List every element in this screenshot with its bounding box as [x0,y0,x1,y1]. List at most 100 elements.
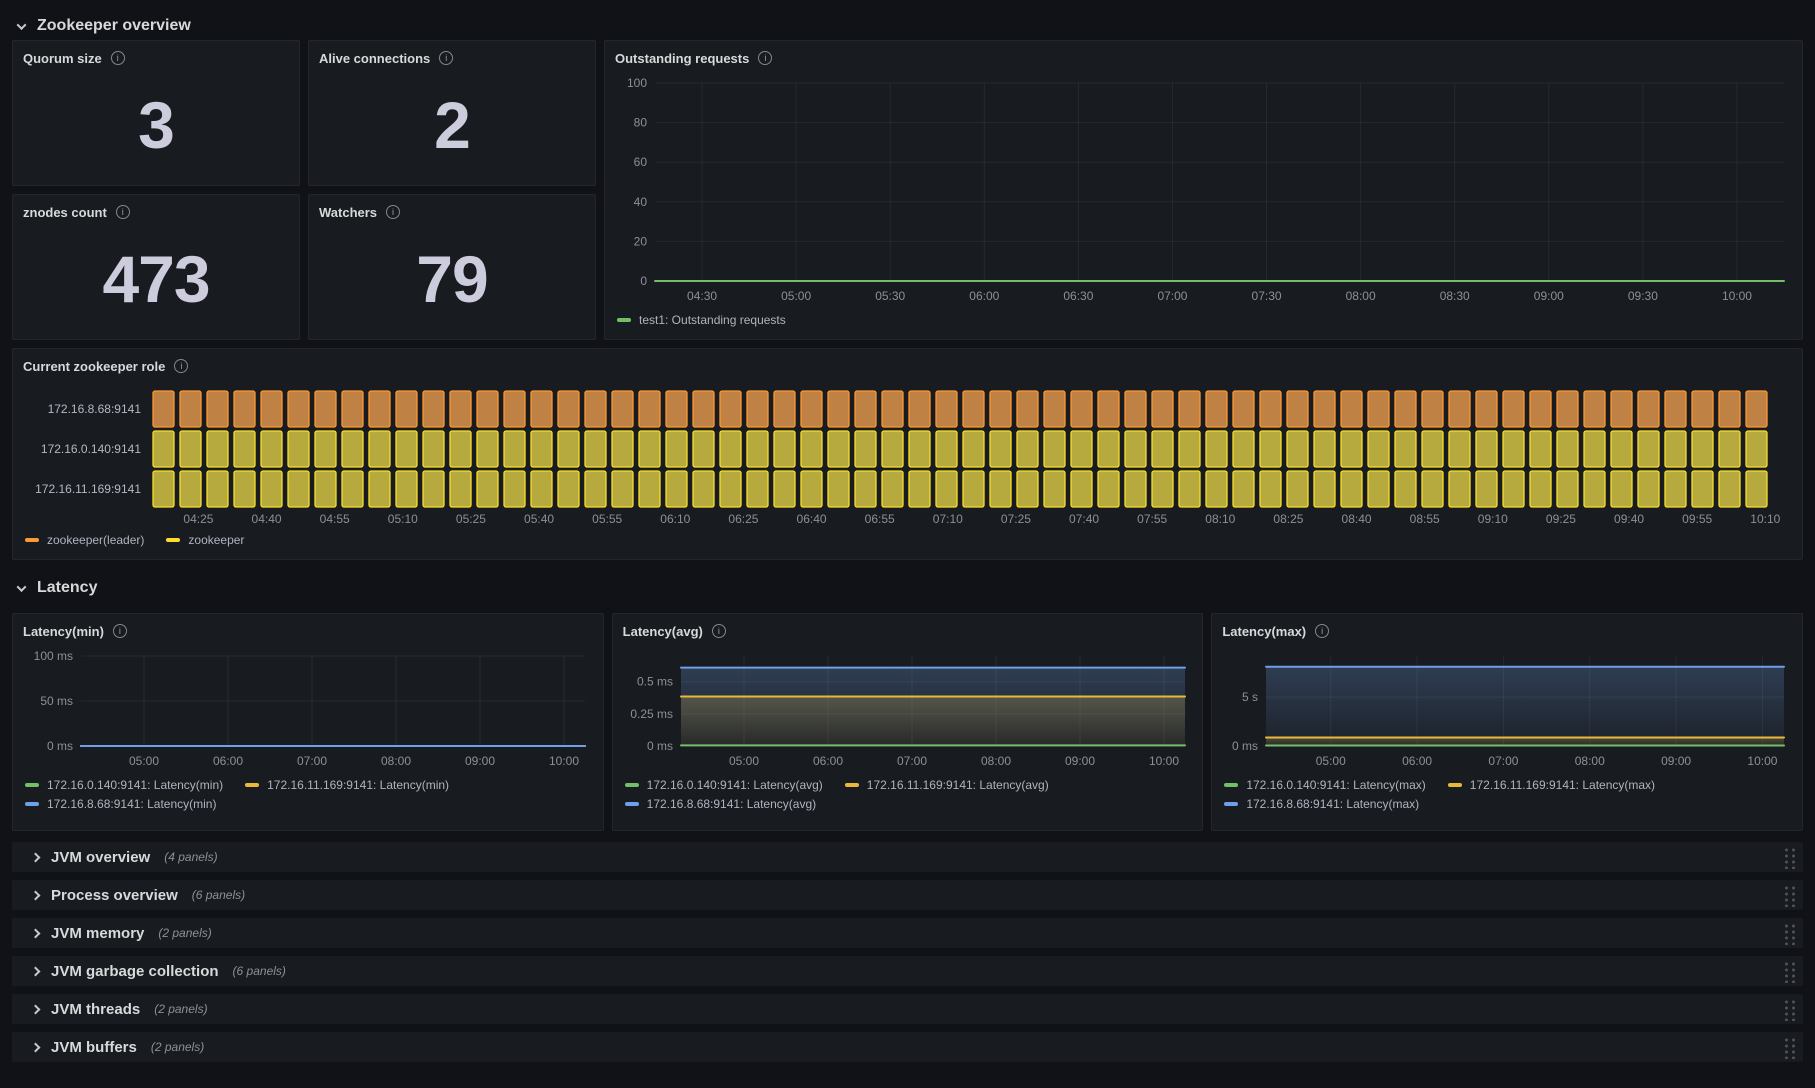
row-jvm-threads[interactable]: JVM threads (2 panels) [12,994,1803,1024]
svg-text:09:25: 09:25 [1546,512,1576,526]
stat-value-wrap: 3 [23,69,289,181]
legend-item[interactable]: 172.16.8.68:9141: Latency(min) [25,797,216,811]
drag-handle-icon[interactable] [1782,845,1795,869]
svg-text:50 ms: 50 ms [40,694,73,708]
panel-title[interactable]: Latency(min) [23,623,104,639]
legend-label: test1: Outstanding requests [639,313,786,327]
legend-item[interactable]: 172.16.0.140:9141: Latency(max) [1224,778,1426,792]
series-swatch [166,538,181,542]
svg-text:08:10: 08:10 [1205,512,1235,526]
drag-handle-icon[interactable] [1782,921,1795,945]
svg-text:07:10: 07:10 [933,512,963,526]
stat-value: 473 [102,242,210,316]
legend-item[interactable]: 172.16.8.68:9141: Latency(avg) [624,797,816,811]
series-swatch [1224,783,1239,787]
svg-text:07:00: 07:00 [1157,289,1187,303]
svg-text:05:00: 05:00 [129,754,159,768]
svg-text:0.25 ms: 0.25 ms [630,707,673,721]
svg-text:05:55: 05:55 [592,512,622,526]
row-jvm-garbage-collection[interactable]: JVM garbage collection (6 panels) [12,956,1803,986]
drag-handle-icon[interactable] [1782,1035,1795,1059]
panel-title[interactable]: Latency(max) [1222,623,1307,639]
info-icon[interactable]: i [110,51,125,65]
info-icon[interactable]: i [112,624,127,638]
svg-text:04:25: 04:25 [183,512,213,526]
legend-item[interactable]: zookeeper(leader) [25,533,144,547]
svg-text:04:55: 04:55 [320,512,350,526]
row-title: JVM threads [51,1000,141,1018]
legend-label: zookeeper [188,533,245,547]
legend-item[interactable]: test1: Outstanding requests [617,313,786,327]
legend-item[interactable]: 172.16.0.140:9141: Latency(avg) [624,778,823,792]
row-process-overview[interactable]: Process overview (6 panels) [12,880,1803,910]
info-icon[interactable]: i [711,624,726,638]
stat-value-wrap: 79 [319,223,585,335]
drag-handle-icon[interactable] [1782,959,1795,983]
panel-title[interactable]: Outstanding requests [615,50,750,66]
svg-text:04:40: 04:40 [252,512,282,526]
stat-value: 3 [138,88,175,162]
chevron-right-icon [30,928,41,938]
svg-text:04:30: 04:30 [687,289,717,303]
collapsed-rows: JVM overview (4 panels) Process overview… [12,842,1803,1062]
svg-text:07:40: 07:40 [1069,512,1099,526]
info-icon[interactable]: i [174,359,189,373]
legend-item[interactable]: zookeeper [166,533,244,547]
info-icon[interactable]: i [758,51,773,65]
svg-text:0 ms: 0 ms [47,739,73,753]
panel-title[interactable]: Current zookeeper role [23,358,166,374]
svg-text:10:00: 10:00 [1748,754,1778,768]
info-icon[interactable]: i [1315,624,1330,638]
legend-item[interactable]: 172.16.11.169:9141: Latency(avg) [844,778,1049,792]
svg-text:09:00: 09:00 [465,754,495,768]
info-icon[interactable]: i [439,51,454,65]
legend-item[interactable]: 172.16.11.169:9141: Latency(min) [245,778,449,792]
panel-alive-connections: Alive connections i 2 [308,40,596,186]
chevron-right-icon [30,852,41,862]
legend-item[interactable]: 172.16.11.169:9141: Latency(max) [1447,778,1655,792]
drag-handle-icon[interactable] [1782,997,1795,1021]
svg-text:08:25: 08:25 [1273,512,1303,526]
chevron-right-icon [30,1004,41,1014]
section-header-zookeeper-overview[interactable]: Zookeeper overview [12,12,1803,40]
row-jvm-overview[interactable]: JVM overview (4 panels) [12,842,1803,872]
svg-text:05:40: 05:40 [524,512,554,526]
row-panel-count: (2 panels) [154,1002,208,1016]
panel-title[interactable]: znodes count [23,204,107,220]
panel-title[interactable]: Quorum size [23,50,102,66]
panel-title[interactable]: Watchers [319,204,378,220]
panel-header: znodes count i [23,201,289,223]
svg-text:09:40: 09:40 [1614,512,1644,526]
svg-text:100 ms: 100 ms [34,649,73,663]
svg-text:09:10: 09:10 [1478,512,1508,526]
svg-text:60: 60 [634,155,648,169]
panel-title[interactable]: Alive connections [319,50,431,66]
legend-item[interactable]: 172.16.0.140:9141: Latency(min) [25,778,223,792]
svg-text:07:00: 07:00 [897,754,927,768]
svg-text:0.5 ms: 0.5 ms [637,675,673,689]
panel-title[interactable]: Latency(avg) [622,623,703,639]
svg-text:05:00: 05:00 [781,289,811,303]
role-row: Current zookeeper role i 172.16.8.68:914… [12,348,1803,560]
info-icon[interactable]: i [115,205,130,219]
svg-text:06:55: 06:55 [865,512,895,526]
svg-text:172.16.0.140:9141: 172.16.0.140:9141 [41,442,141,456]
legend-label: zookeeper(leader) [47,533,145,547]
info-icon[interactable]: i [386,205,401,219]
row-jvm-buffers[interactable]: JVM buffers (2 panels) [12,1032,1803,1062]
svg-text:09:00: 09:00 [1661,754,1691,768]
svg-text:07:30: 07:30 [1252,289,1282,303]
legend-item[interactable]: 172.16.8.68:9141: Latency(max) [1224,797,1419,811]
section-header-latency[interactable]: Latency [12,574,1803,602]
svg-text:08:00: 08:00 [1346,289,1376,303]
row-title: JVM buffers [51,1038,137,1056]
drag-handle-icon[interactable] [1782,883,1795,907]
row-jvm-memory[interactable]: JVM memory (2 panels) [12,918,1803,948]
svg-text:09:00: 09:00 [1534,289,1564,303]
